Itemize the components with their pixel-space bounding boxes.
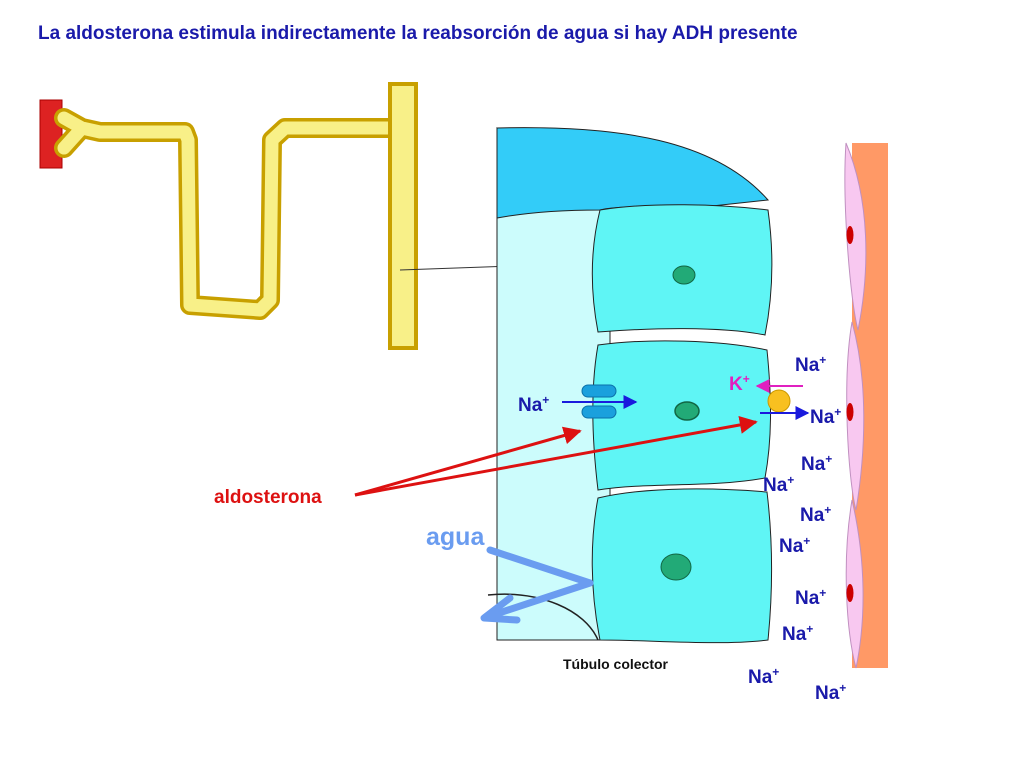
water-arrows: [480, 546, 594, 624]
water-arrow-head: [480, 594, 521, 624]
slide-title: La aldosterona estimula indirectamente l…: [38, 23, 798, 44]
na-channel-upper: [581, 384, 617, 398]
aldosterone-arrows: [354, 416, 758, 497]
na-label: Na+: [795, 353, 826, 376]
na-label: Na+: [815, 681, 846, 704]
endothelial-nucleus-1: [846, 226, 854, 244]
na-label: Na+: [810, 405, 841, 428]
blood-vessel: [844, 142, 888, 669]
na-label: Na+: [779, 534, 810, 557]
endothelial-nucleus-3: [846, 584, 854, 602]
na-label: Na+: [748, 665, 779, 688]
water-arrow-in: [486, 546, 594, 587]
tubule-lower-edge: [487, 593, 599, 641]
na-label: Na+: [795, 586, 826, 609]
k-ion-label: K+: [729, 372, 750, 395]
na-label: Na+: [801, 452, 832, 475]
aldosterone-arrow-channel: [354, 426, 582, 497]
transporters: [562, 379, 810, 420]
tubule-wall: [487, 127, 773, 644]
nephron-schematic: [39, 82, 541, 350]
endothelial-cell-2: [846, 321, 865, 511]
tubulo-label: Túbulo colector: [563, 656, 669, 672]
na-k-pump: [767, 389, 791, 413]
epithelial-nucleus-1: [672, 265, 696, 285]
na-label: Na+: [518, 393, 549, 416]
nephron-tube-fill: [57, 111, 397, 317]
water-arrow-out: [486, 579, 594, 620]
na-label: Na+: [763, 473, 794, 496]
na-channel-lower: [581, 405, 617, 419]
endothelial-cell-3: [845, 499, 864, 669]
na-label: Na+: [800, 503, 831, 526]
epithelial-nucleus-2: [674, 401, 700, 421]
water-label: agua: [426, 523, 485, 551]
aldosterone-label: aldosterona: [214, 487, 322, 508]
collecting-duct: [388, 82, 418, 350]
endothelial-nucleus-2: [846, 403, 854, 421]
endothelial-cell-1: [844, 142, 867, 331]
aldosterone-arrow-pump: [354, 416, 758, 497]
epithelial-nucleus-3: [660, 553, 692, 581]
nephron-tube-outline: [54, 108, 400, 320]
na-labels: Na+ Na+ Na+ Na+ Na+ Na+ Na+ Na+ Na+ Na+ …: [518, 353, 846, 704]
tubule-capsule: [496, 127, 770, 219]
na-label: Na+: [782, 622, 813, 645]
